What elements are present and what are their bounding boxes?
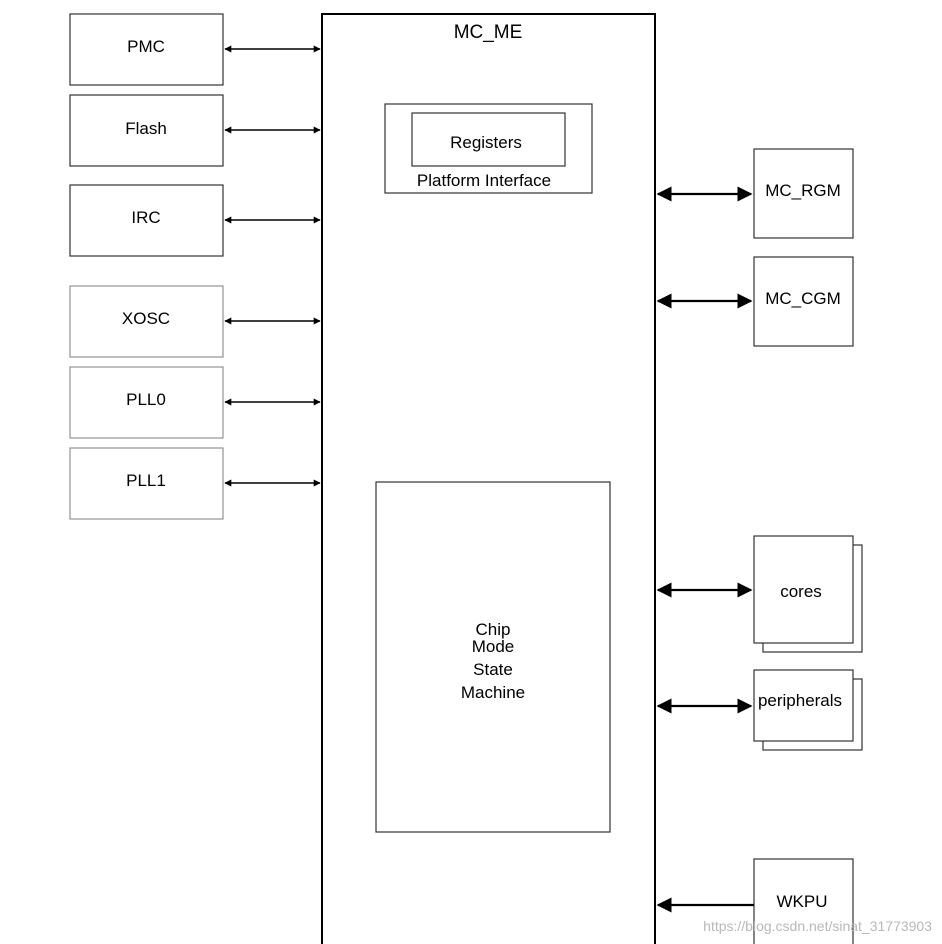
- platform-interface: Registers Platform Interface: [384, 103, 593, 194]
- mc-rgm-label: MC_RGM: [765, 181, 841, 200]
- right-block-cores: cores: [656, 535, 863, 653]
- pmc-label: PMC: [127, 37, 165, 56]
- mc-me-title: MC_ME: [454, 22, 523, 43]
- chip-mode-state-machine: Chip Mode State Machine: [375, 481, 611, 833]
- mc-cgm-label: MC_CGM: [765, 289, 841, 308]
- pll0-label: PLL0: [126, 390, 166, 409]
- right-block-wkpu: WKPU: [656, 858, 854, 944]
- state-machine-line-3: State: [473, 660, 513, 679]
- irc-label: IRC: [131, 208, 160, 227]
- left-block-pll1: PLL1: [69, 447, 321, 520]
- flash-label: Flash: [125, 119, 167, 138]
- pll1-label: PLL1: [126, 471, 166, 490]
- cores-label: cores: [780, 582, 822, 601]
- wkpu-label: WKPU: [777, 892, 828, 911]
- left-block-xosc: XOSC: [69, 285, 321, 358]
- left-block-flash: Flash: [69, 94, 321, 167]
- right-block-mc-cgm: MC_CGM: [656, 256, 854, 347]
- state-machine-line-4: Machine: [461, 683, 525, 702]
- left-block-pmc: PMC: [69, 13, 321, 86]
- peripherals-label: peripherals: [758, 691, 842, 710]
- watermark-text: https://blog.csdn.net/sinat_31773903: [703, 918, 932, 934]
- xosc-label: XOSC: [122, 309, 170, 328]
- platform-interface-label: Platform Interface: [417, 171, 551, 190]
- registers-label: Registers: [450, 133, 522, 152]
- left-block-irc: IRC: [69, 184, 321, 257]
- state-machine-line-2: Mode: [472, 637, 515, 656]
- left-block-pll0: PLL0: [69, 366, 321, 439]
- right-block-peripherals: peripherals: [656, 669, 863, 751]
- state-machine-line-1: Chip: [476, 620, 511, 639]
- right-block-mc-rgm: MC_RGM: [656, 148, 854, 239]
